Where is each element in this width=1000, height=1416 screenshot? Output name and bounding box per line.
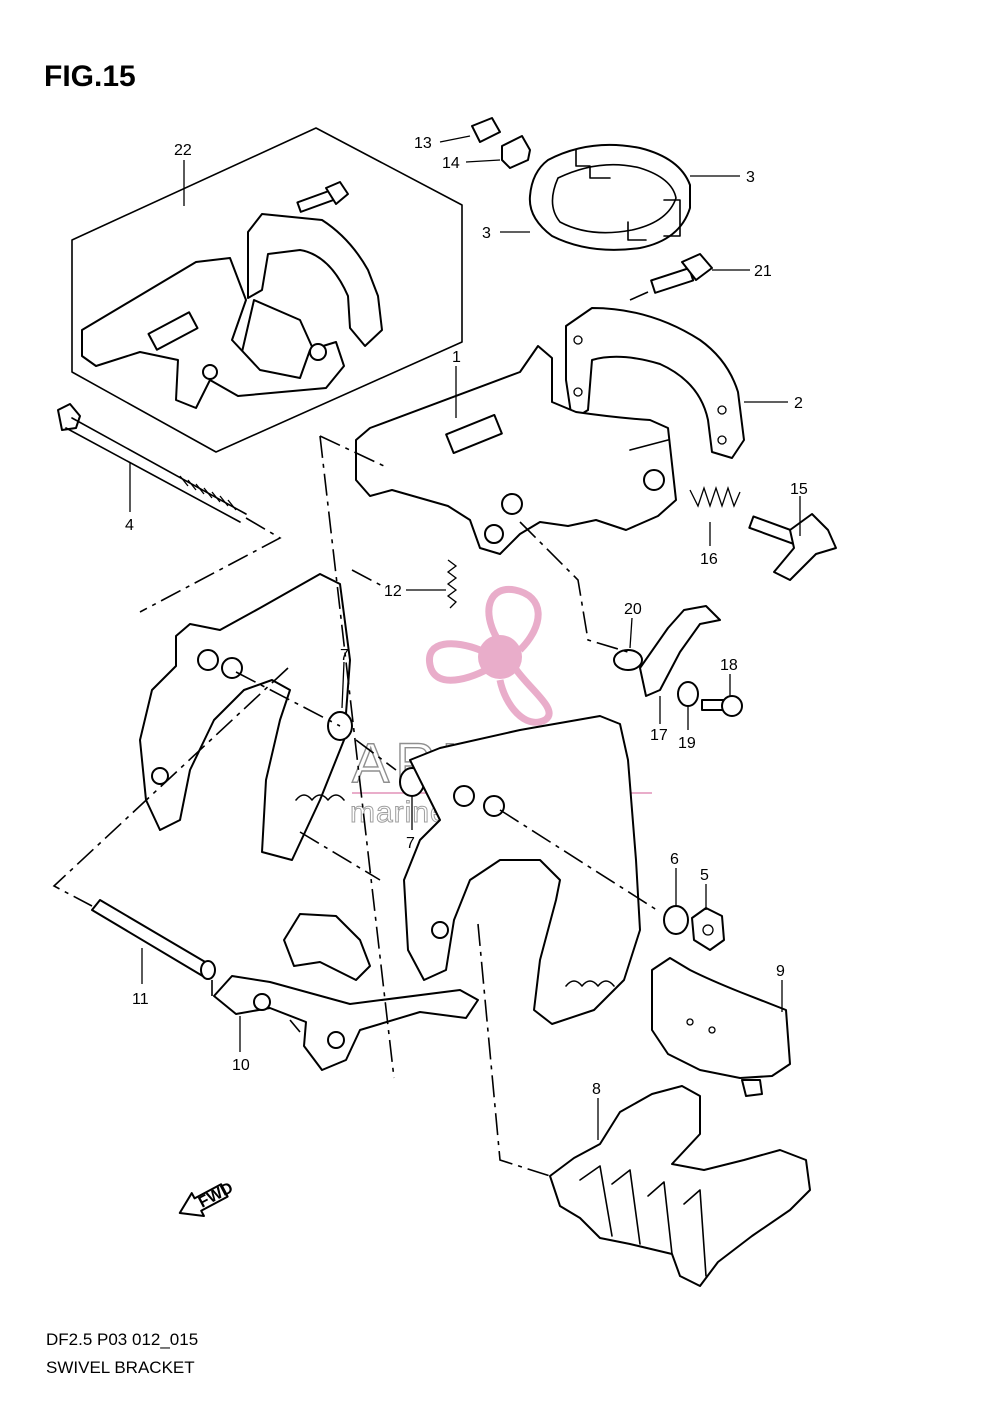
callout-11: 11 <box>132 991 149 1008</box>
callout-22: 22 <box>174 142 192 159</box>
callout-20: 20 <box>624 601 642 618</box>
part-8-lower-bracket <box>549 1085 811 1287</box>
callout-10: 10 <box>232 1057 250 1074</box>
part-9-plate <box>651 957 791 1097</box>
callout-3-upper: 3 <box>746 169 755 186</box>
part-18-bolt <box>701 695 743 717</box>
callout-3-lower: 3 <box>482 225 491 242</box>
part-10-stopper <box>213 913 479 1071</box>
part-2-clamp <box>565 307 745 459</box>
fwd-label: FWD <box>196 1179 236 1211</box>
callout-7-left: 7 <box>340 647 349 664</box>
right-clamp-bracket <box>403 715 641 1025</box>
callout-16: 16 <box>700 551 718 568</box>
diagram-code: DF2.5 P03 012_015 <box>46 1330 199 1349</box>
part-22-assembly-box <box>71 127 463 453</box>
part-11-shaft <box>91 899 216 980</box>
callout-13: 13 <box>414 135 432 152</box>
part-19-washer <box>677 681 699 707</box>
arrow-left-icon <box>178 1183 229 1218</box>
callout-6: 6 <box>670 851 679 868</box>
diagram-name: SWIVEL BRACKET <box>46 1358 195 1377</box>
callout-12: 12 <box>384 583 402 600</box>
callout-7-right: 7 <box>406 835 415 852</box>
propeller-icon <box>426 585 553 726</box>
callout-2: 2 <box>794 395 803 412</box>
propeller-hub <box>478 635 522 679</box>
part-20-bushing <box>613 649 643 671</box>
part-12-spring <box>446 559 458 609</box>
callout-15: 15 <box>790 481 808 498</box>
part-16-spring <box>689 485 741 509</box>
alignment-guides <box>52 291 661 1177</box>
callout-18: 18 <box>720 657 738 674</box>
callout-21: 21 <box>754 263 772 280</box>
callout-8: 8 <box>592 1081 601 1098</box>
callout-1: 1 <box>452 349 461 366</box>
part-15-wing-screw <box>748 513 837 581</box>
part-17-tilt-lever <box>639 605 721 697</box>
figure-title: FIG.15 <box>44 60 136 93</box>
part-6-washer <box>663 905 689 935</box>
part-5-nut <box>691 907 725 951</box>
fwd-direction-marker: FWD <box>178 1179 236 1218</box>
part-21-bolt <box>650 253 713 294</box>
callout-4: 4 <box>125 517 134 534</box>
callout-9: 9 <box>776 963 785 980</box>
part-13-14-pads <box>471 117 531 169</box>
part-1-swivel-bracket <box>355 345 677 555</box>
part-4-long-bolt <box>57 403 247 523</box>
left-clamp-bracket <box>139 573 351 861</box>
part-3-bushings <box>528 143 691 251</box>
callout-19: 19 <box>678 735 696 752</box>
callout-17: 17 <box>650 727 668 744</box>
callout-5: 5 <box>700 867 709 884</box>
callout-14: 14 <box>442 155 460 172</box>
callouts: 22 13 14 3 3 21 1 2 4 15 16 12 20 18 7 1… <box>125 135 808 1140</box>
